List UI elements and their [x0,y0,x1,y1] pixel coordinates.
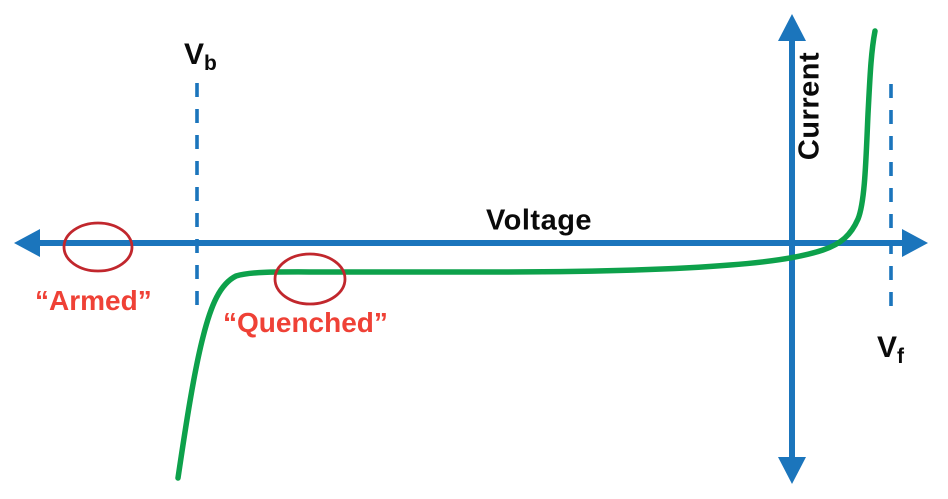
breakdown-voltage-label: Vb [184,40,217,74]
voltage-axis-left-arrow-icon [14,229,40,257]
voltage-axis-label: Voltage [485,204,593,237]
forward-voltage-label: Vf [877,333,904,367]
quenched-state-label: “Quenched” [223,307,388,338]
quenched-region-ellipse [273,252,347,306]
current-axis-label: Current [793,51,826,161]
armed-state-label: “Armed” [35,285,152,316]
breakdown-voltage-subscript: b [204,51,217,75]
current-axis-top-arrow-icon [778,14,806,41]
armed-region-ellipse [62,221,134,273]
iv-curve [175,28,878,481]
current-axis-bottom-arrow-icon [778,457,806,484]
breakdown-voltage-base: V [184,38,205,71]
voltage-axis-right-arrow-icon [902,229,928,257]
forward-voltage-base: V [877,331,898,364]
forward-voltage-subscript: f [897,344,905,368]
